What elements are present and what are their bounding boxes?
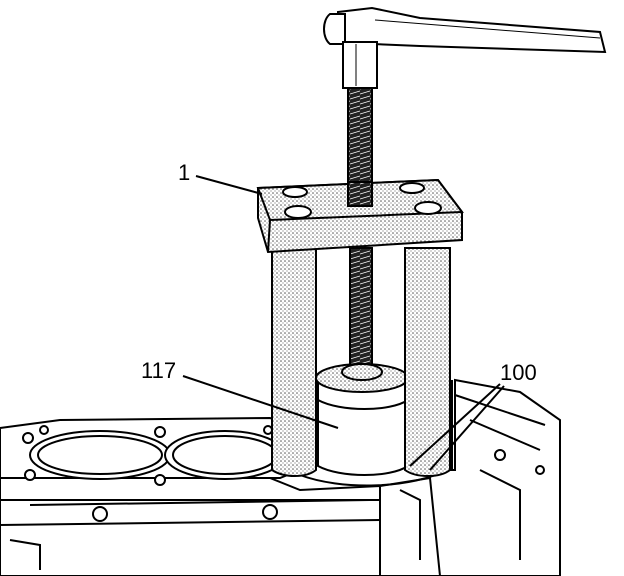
socket xyxy=(342,41,378,89)
block-details xyxy=(9,449,545,570)
cylinder-bores xyxy=(22,425,286,486)
ratchet-handle xyxy=(323,6,607,54)
callout-adapter-117: 117 xyxy=(141,358,177,383)
callout-liner-100: 100 xyxy=(500,360,537,385)
callout-tool-1: 1 xyxy=(178,160,191,185)
tool-crossbar xyxy=(256,178,464,254)
tool-leg-right xyxy=(404,247,451,477)
leader-lines xyxy=(182,175,505,471)
tool-leg-left xyxy=(271,247,317,477)
adapter-117 xyxy=(315,363,409,476)
